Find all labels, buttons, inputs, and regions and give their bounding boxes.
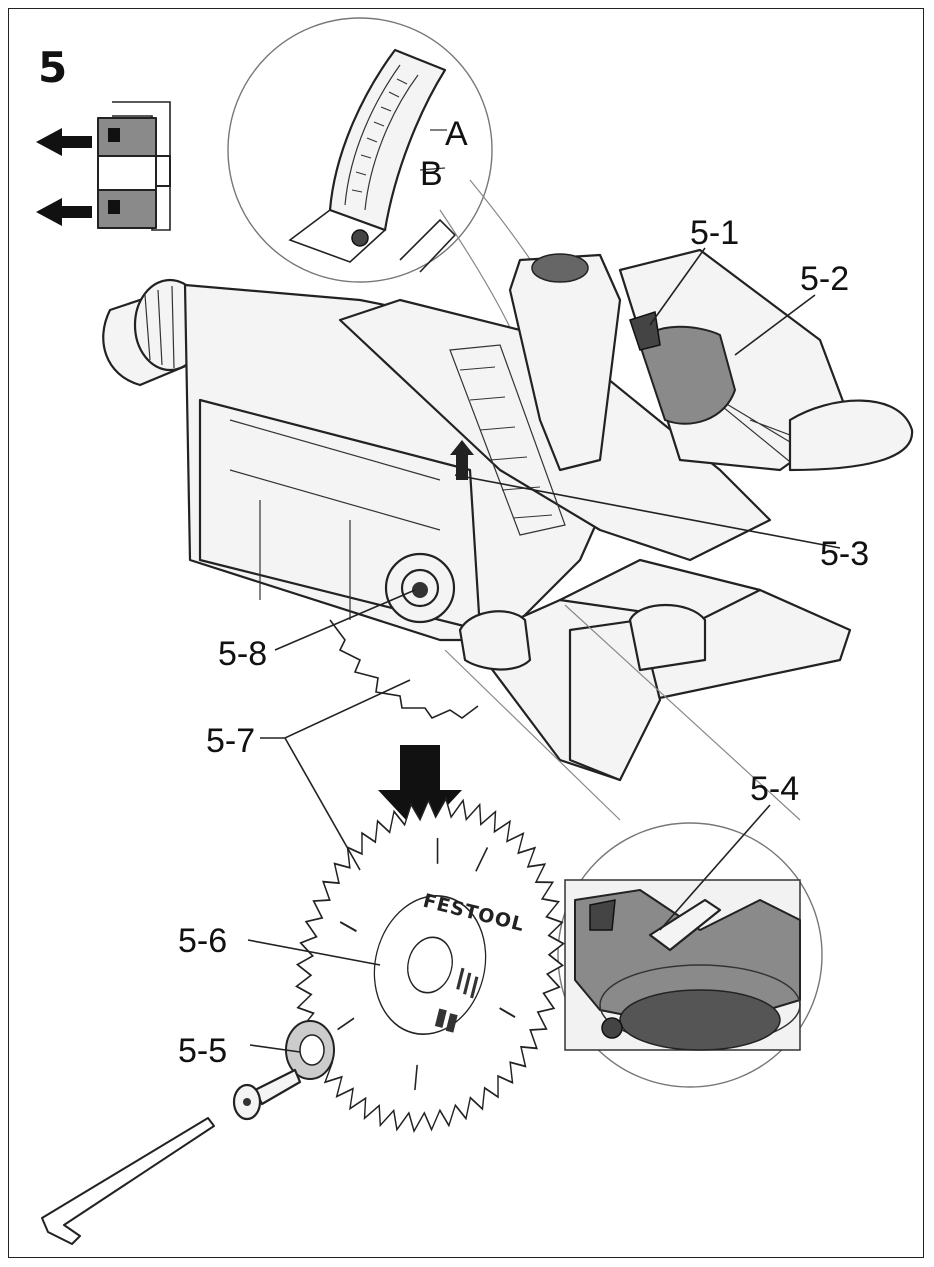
- label-5-5: 5-5: [178, 1032, 227, 1070]
- scale-label-a: A: [445, 115, 468, 153]
- scale-label-b: B: [420, 155, 443, 193]
- label-5-2: 5-2: [800, 260, 849, 298]
- riving-knife-detail: [557, 822, 823, 1088]
- label-5-1: 5-1: [690, 214, 739, 252]
- plunge-saw: [102, 248, 914, 821]
- label-5-6: 5-6: [178, 922, 227, 960]
- label-5-4: 5-4: [750, 770, 799, 808]
- blade-screw: [232, 1068, 302, 1121]
- release-direction-icon: [36, 101, 171, 231]
- bevel-scale-detail: A B: [227, 17, 576, 351]
- label-5-7: 5-7: [206, 722, 255, 760]
- label-5-3: 5-3: [820, 535, 869, 573]
- saw-blade: FESTOOL: [295, 797, 565, 1133]
- leader-lines: [247, 247, 841, 1053]
- hex-key: [41, 1117, 215, 1245]
- flange: [285, 1020, 335, 1080]
- label-5-8: 5-8: [218, 635, 267, 673]
- figure-number: 5: [38, 43, 67, 92]
